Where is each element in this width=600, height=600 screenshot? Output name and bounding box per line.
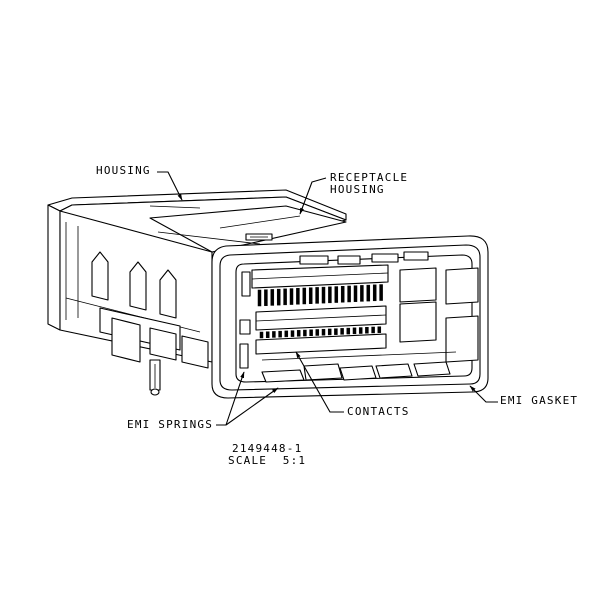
contact-finger <box>340 286 345 303</box>
contact-finger <box>365 327 369 334</box>
receptacle-housing-label-line1: RECEPTACLE <box>330 171 409 184</box>
contact-finger <box>289 288 294 305</box>
contacts-label: CONTACTS <box>347 405 410 418</box>
contact-finger <box>315 287 319 304</box>
contact-finger <box>259 331 264 339</box>
contact-finger <box>346 327 351 335</box>
receptacle-housing <box>149 205 347 253</box>
contact-finger <box>257 289 262 307</box>
contact-finger <box>334 286 339 303</box>
receptacle-housing-label-line2: HOUSING <box>330 183 385 196</box>
contact-finger <box>290 330 295 337</box>
emi-springs-top <box>299 251 429 265</box>
contact-finger <box>264 289 268 306</box>
contact-finger <box>328 286 332 304</box>
contact-finger <box>321 328 326 336</box>
contact-finger <box>371 326 375 334</box>
contact-finger <box>283 288 287 306</box>
contacts-block <box>239 264 479 369</box>
contact-finger <box>276 288 281 306</box>
contact-finger <box>372 284 377 302</box>
contact-finger <box>296 330 301 337</box>
contact-finger <box>278 330 282 338</box>
contact-finger <box>321 286 326 304</box>
emi-springs-label: EMI SPRINGS <box>127 418 214 431</box>
scale-label: SCALE 5:1 <box>228 454 307 467</box>
contact-finger <box>334 328 338 335</box>
contact-finger <box>265 331 270 338</box>
contact-finger <box>358 327 363 334</box>
contact-finger <box>352 327 357 335</box>
contact-finger <box>302 287 307 305</box>
contact-finger <box>353 285 358 302</box>
contact-finger <box>272 331 276 338</box>
contact-finger <box>377 326 382 333</box>
contact-finger <box>366 284 371 302</box>
contact-finger <box>379 284 383 301</box>
housing-label: HOUSING <box>96 164 151 177</box>
contact-finger <box>296 288 300 305</box>
part-number: 2149448-1 <box>232 442 303 455</box>
contact-finger <box>284 330 289 338</box>
contact-finger <box>309 329 313 337</box>
contact-finger <box>315 329 320 336</box>
contact-finger <box>308 287 313 304</box>
emi-gasket-label: EMI GASKET <box>500 394 579 407</box>
contact-finger <box>303 329 307 337</box>
emi-springs-bottom <box>261 351 457 383</box>
contact-finger <box>270 289 275 306</box>
contact-finger <box>340 328 344 335</box>
leader-lines <box>157 171 498 426</box>
contact-finger <box>347 285 351 303</box>
contact-finger <box>360 285 364 302</box>
contact-finger <box>327 328 332 336</box>
